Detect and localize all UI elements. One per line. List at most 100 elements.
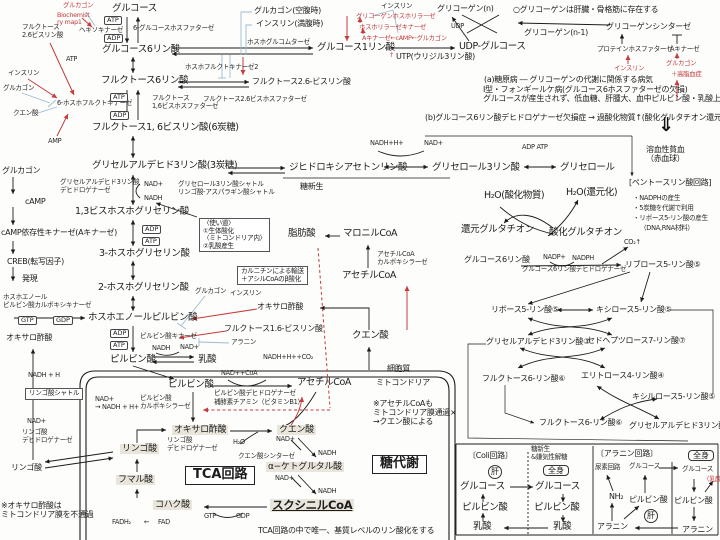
lactate-cori-liver: 乳酸 — [473, 521, 492, 532]
gluconeogenesis: 糖新生 — [300, 182, 324, 191]
f6p-pentose-a: フルクトース6-リン酸⑥ — [482, 374, 566, 383]
liver-alanine: 肝 — [644, 509, 658, 523]
camp: cAMP — [25, 197, 46, 206]
pyruvate-alanine-body: ピルビン酸 — [674, 496, 713, 505]
oaa-membrane-note: ※オキサロ酢酸は ミトコンドリア膜を不通過 — [1, 501, 94, 520]
glucagon-topleft: グルカゴン — [63, 1, 94, 9]
pentose-point-3: ・リボース5-リン酸の産生 — [633, 214, 708, 222]
xylulose-5-phosphate-b: キシルロース5-リン酸⑤ — [632, 392, 716, 401]
nad-mdh-mito: NAD+ → NADH + H+ — [95, 395, 139, 411]
pyruvate-cori-liver: ピルビン酸 — [462, 502, 508, 513]
expression: 発現 — [22, 274, 38, 283]
pentose-point-2: ・5炭糖を代謝で利用 — [633, 204, 694, 212]
whole-body-cori: 全身 — [543, 465, 569, 477]
nadh-shuttle-left: NADH + H — [28, 371, 60, 379]
phosphorylase-kinase: ホスホリラーゼキナーゼ — [359, 23, 426, 31]
glycogen-n: グリコーゲン(n) — [437, 4, 494, 13]
3-pg: 3-ホスホグリセリン酸 — [99, 248, 190, 259]
pyruvate-cori-body: ピルビン酸 — [534, 502, 580, 513]
lactate-cori-body: 乳酸 — [553, 521, 572, 532]
pyruvate-cytosol: ピルビン酸 — [110, 354, 156, 365]
sugar-metabolism-title: 糖代謝 — [372, 455, 428, 474]
nad-gapdh: NAD+ — [144, 180, 163, 188]
glyceraldehyde-3-phosphate: グリセルアルデヒド3リン酸(3炭糖) — [92, 160, 238, 171]
glycerol-3-phosphate: グリセロール3リン酸 — [432, 162, 520, 173]
hemolytic-anemia: 溶血性貧血 （赤血球） — [646, 145, 685, 164]
usage-box: 〈使い道〉 ①生体酸化 〈ミトコンドリア内〉 ②乳酸産生 — [199, 218, 270, 253]
mdh-left: リンゴ酸 デヒドロゲナーゼ — [22, 428, 73, 444]
von-gierke: Ⅰ型・フォンギールケ病(グルコース6ホスファターゼの欠損) — [483, 85, 688, 94]
adp-pfk1: ADP — [110, 111, 130, 121]
co2: CO₂↑ — [624, 238, 641, 246]
nadh-akgdh: NADH — [318, 487, 337, 495]
udp-glucose: UDP-グルコース — [459, 41, 526, 52]
mitochondria-label: ミトコンドリア — [376, 378, 430, 387]
glucagon-pfk1: グルカゴン — [3, 84, 35, 92]
akinase-camp-glucagon: Aキナーゼ←cAMP←グルカゴン — [362, 34, 447, 42]
pdh: ピルビン酸デヒドロゲナーゼ — [214, 389, 296, 397]
oaa-feedback: オキサロ酢酸 — [257, 302, 304, 311]
utp-up-arrow: ↑ — [389, 51, 395, 59]
nadh-g3p: NADH+H+ — [370, 139, 404, 147]
g6pd-deficiency: (b)グルコース6リン酸デヒドロゲナーゼ欠損症 → 過酸化物質↑(酸化グルタチオ… — [425, 113, 720, 122]
liver-cori: 肝 — [488, 465, 502, 479]
nadh-ldh: NADH — [152, 344, 171, 352]
pep: ホスホエノールピルビン酸 — [88, 312, 198, 323]
g6pd: グルコース6リン酸デヒドロゲナーゼ — [522, 265, 627, 273]
pentose-title: [ペントースリン酸回路] — [629, 178, 712, 187]
adp-pk: ADP — [110, 329, 130, 339]
nadh-co2-pdh: NADH+H++CO₂ — [263, 353, 314, 361]
gapdh: グリセルアルデヒド3リン酸 デヒドロゲナーゼ — [60, 178, 140, 194]
watermark: Biochemist ry map1 — [57, 11, 90, 27]
h2o-citrate: H₂O — [233, 438, 245, 446]
nad-coa: NAD++CoA — [221, 369, 258, 377]
camp-kinase: cAMP依存性キナーゼ(Aキナーゼ) — [1, 228, 117, 237]
pfk1: 6-ホスホフルクトキナーゼ — [57, 99, 133, 107]
ribose-5-phosphate: リボース5-リン酸⑤ — [491, 305, 559, 314]
h2o-oxidant: H₂O(酸化物質) — [484, 190, 545, 201]
alpha-ketoglutarate: α−ケトグルタル酸 — [266, 462, 344, 473]
glucose-6-phosphate: グルコース6リン酸 — [102, 44, 180, 55]
fumarate: フマル酸 — [116, 475, 155, 486]
pentose-point-1: ・NADPHの産生 — [633, 194, 681, 202]
malate-mito: リンゴ酸 — [120, 444, 159, 455]
nadph: NADPH — [572, 254, 594, 262]
fadh2: FADH₂ — [112, 518, 131, 526]
shuttle-bracket: グリセロール3リン酸シャトル リンゴ酸-アスパラギン酸シャトル — [178, 180, 275, 196]
pyruvate-kinase: ピルビン酸キナーゼ — [140, 332, 197, 340]
gap-pentose-b: グリセルアルデヒド3リン酸③ — [629, 421, 720, 430]
nadp: NADP+ — [543, 253, 566, 261]
atp-pk: ATP — [110, 341, 128, 351]
glucagon-pk: グルカゴン — [195, 287, 227, 295]
f26bp-regulator: フルクトース 2.6ビスリン酸 — [22, 23, 64, 39]
pyruvate-alanine-liver: ピルビン酸 — [629, 495, 668, 504]
glucose: グルコース — [112, 3, 157, 14]
gtp-pepck: GTP — [18, 316, 37, 326]
pepck: ホスホエノール ピルビン酸カルボキシキナーゼ — [3, 293, 92, 309]
atp-pgk: ATP — [142, 237, 160, 247]
citrate-pfk1: クエン酸 — [13, 109, 39, 117]
succinyl-coa: スクシニルCoA — [270, 498, 355, 513]
citrate-synthase: クエン酸シンターゼ — [238, 452, 295, 460]
pfk2: ホスホフルクトキナーゼ2 — [185, 63, 259, 71]
gdp-scs: GDP — [236, 512, 250, 520]
fructose-26-bisphosphate: フルクトース2.6-ビスリン酸 — [252, 77, 351, 86]
fatty-acid: 脂肪酸 — [288, 228, 316, 239]
nadh-idh: NADH — [318, 449, 337, 457]
pyruvate-carboxylase: ピルビン酸 カルボキシラーゼ — [140, 394, 191, 410]
phosphoglucomutase: ホスホグルコムターゼ — [247, 38, 310, 46]
f16bp-activator: フルクトース1.6-ビスリン酸 — [224, 324, 323, 333]
xylulose-5-phosphate-a: キシロース5-リン酸⑤ — [596, 305, 672, 314]
glucose-cori-liver: グルコース — [460, 481, 505, 492]
glucagon-fasting: グルカゴン(空腹時) — [254, 6, 322, 15]
glucagon-gs: グルカゴン — [666, 59, 697, 67]
mdh-mito: リンゴ酸 デヒドロゲナーゼ — [167, 436, 218, 452]
glucagon-camp: グルカゴン — [2, 166, 41, 175]
succinate: コハク酸 — [153, 500, 192, 511]
nad-akgdh: NAD+ — [275, 474, 294, 482]
pyruvate-mito: ピルビン酸 — [168, 379, 214, 390]
gdp-pepck: GDP — [53, 316, 73, 326]
fad: FAD — [158, 518, 170, 526]
f26bpase: フルクトース2.6ビスホスファターゼ — [203, 95, 307, 103]
hexokinase: ヘキソキナーゼ — [79, 26, 124, 34]
